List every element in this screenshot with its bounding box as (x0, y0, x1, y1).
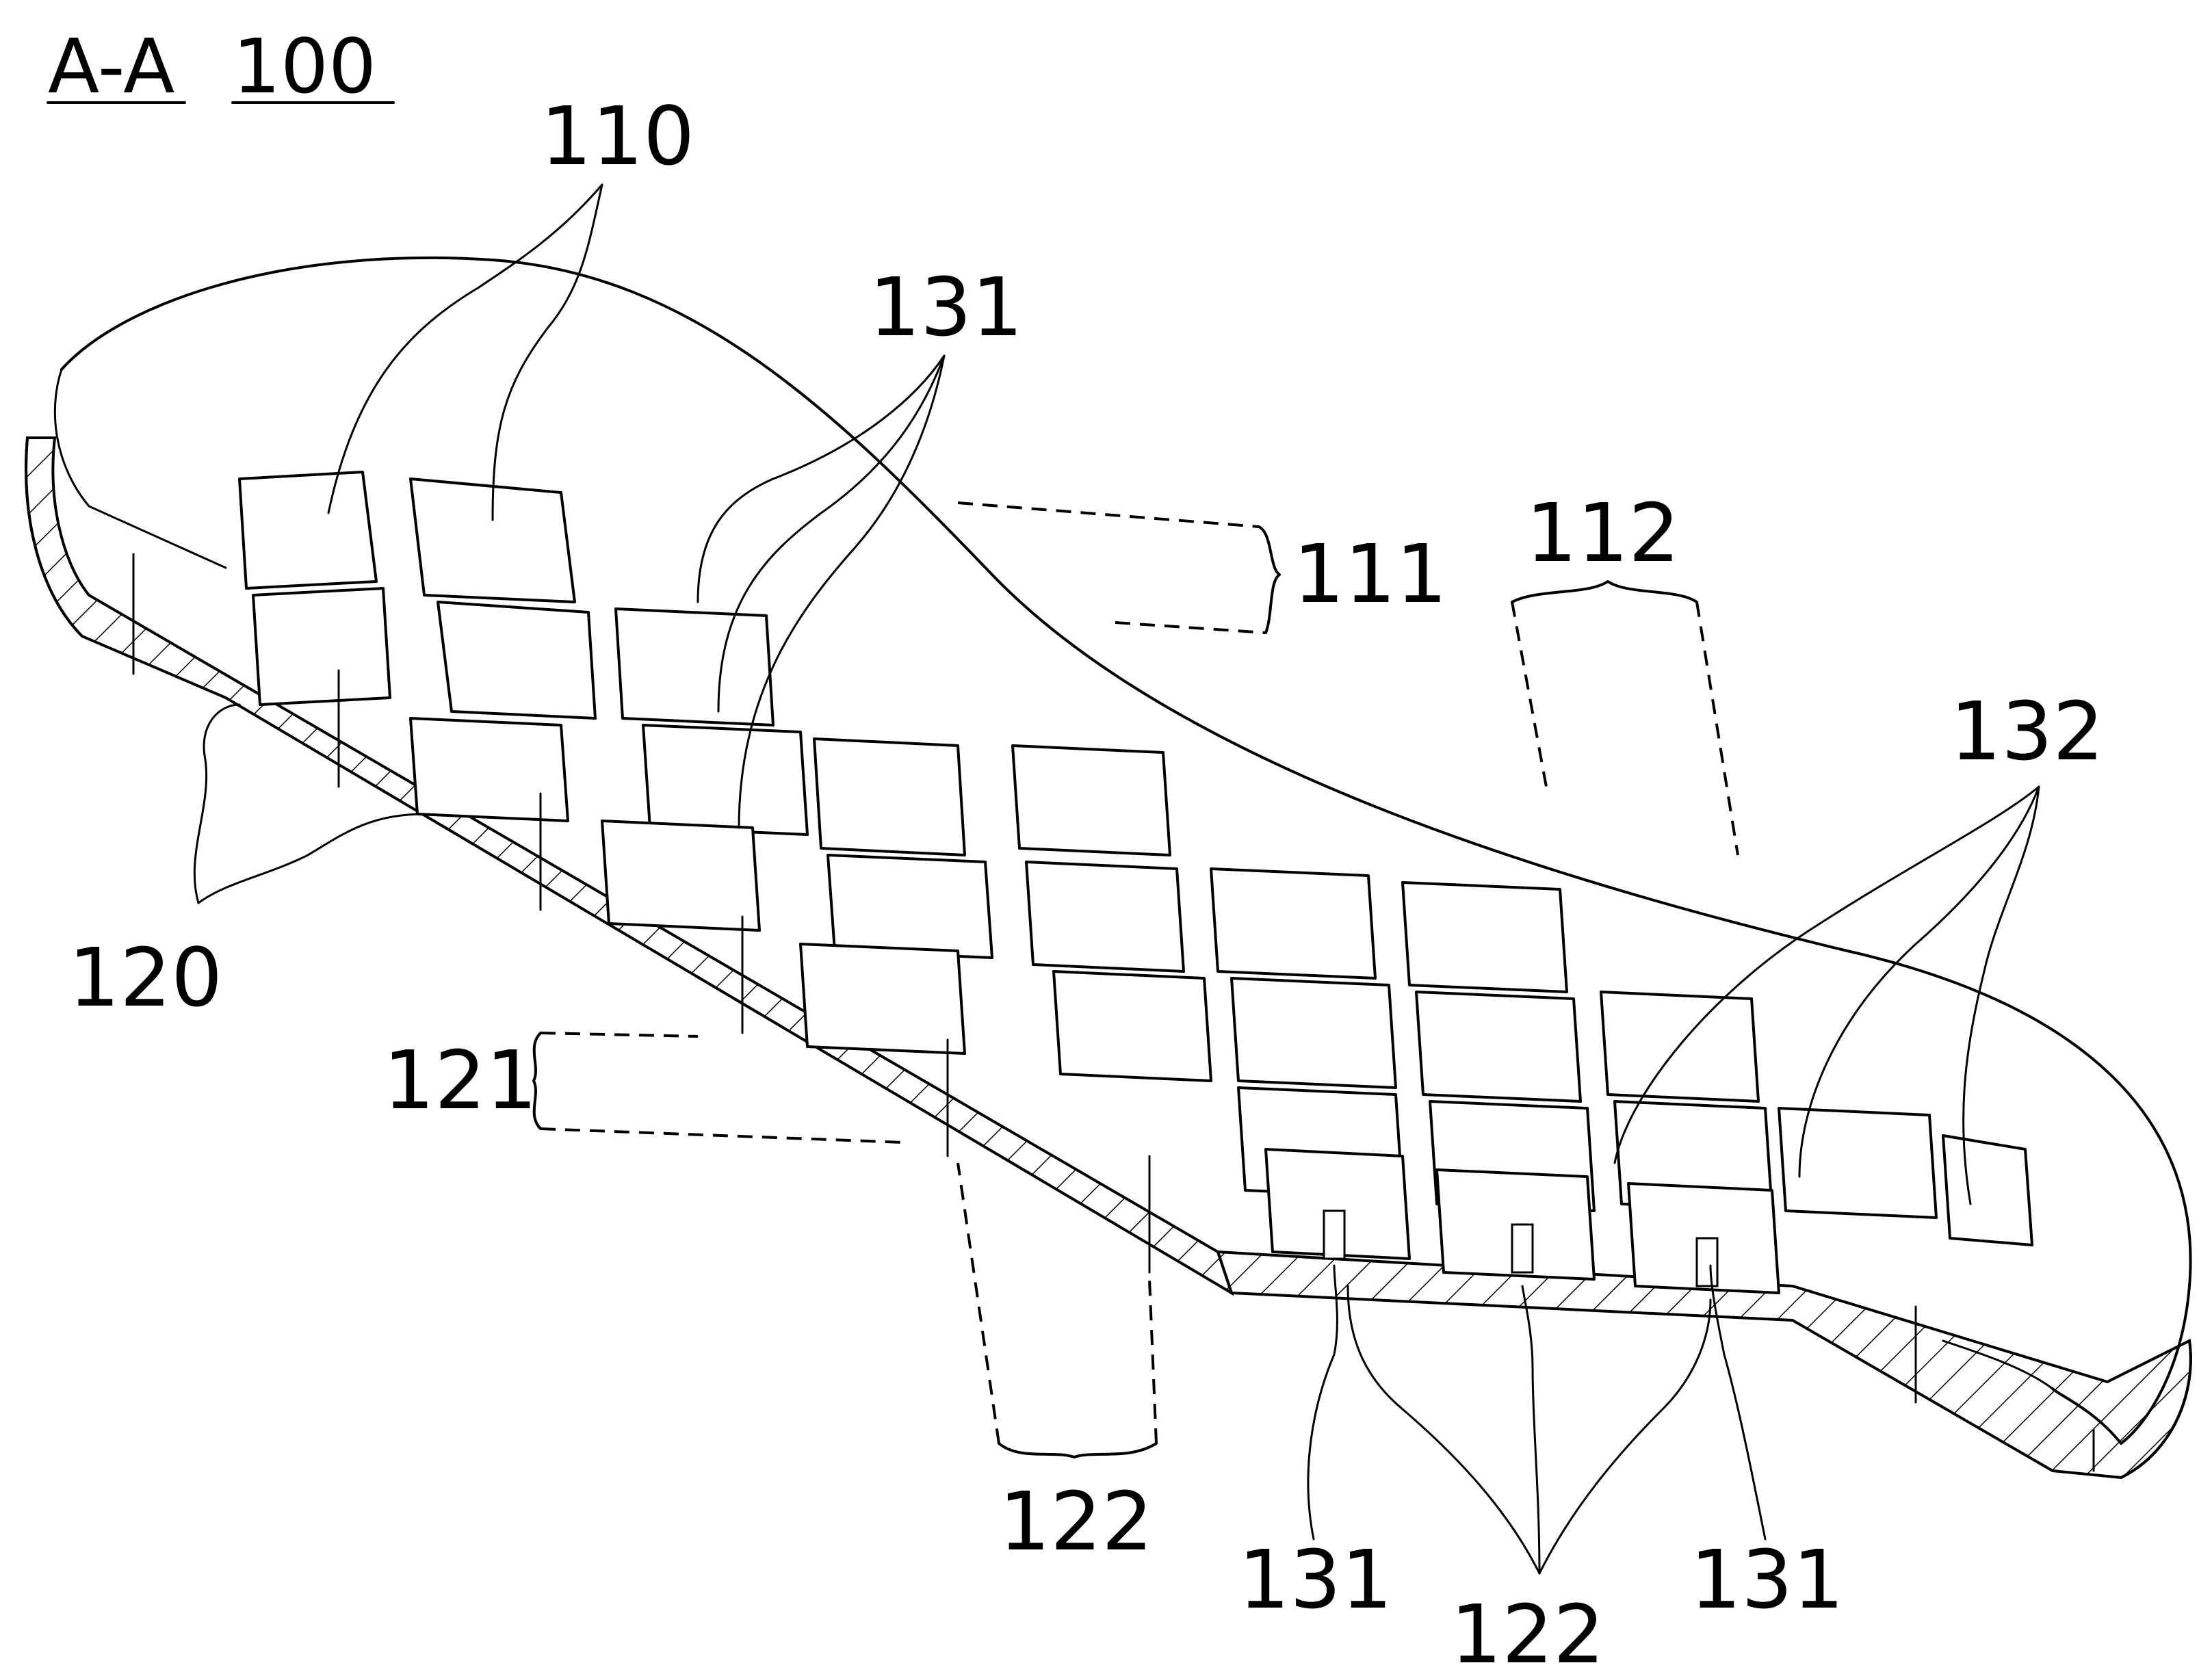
part-label: 100 (233, 23, 376, 110)
sole-inner-edge (53, 368, 2054, 1390)
label-110: 110 (541, 89, 694, 183)
grooves (132, 553, 2095, 1472)
label-131-top: 131 (869, 260, 1023, 354)
leader-lines (193, 183, 2040, 1575)
block-grid (238, 471, 2033, 1246)
label-132: 132 (1950, 684, 2104, 778)
label-111: 111 (1293, 527, 1447, 621)
label-131-bottom-right: 131 (1690, 1532, 1844, 1627)
region-111-bracket (957, 501, 1281, 634)
label-122-left: 122 (999, 1474, 1153, 1569)
label-121: 121 (383, 1033, 537, 1127)
region-121-bracket (532, 1032, 904, 1144)
front-blocks (1264, 1148, 1780, 1294)
section-label: A-A (48, 23, 174, 110)
label-112: 112 (1526, 486, 1680, 580)
label-120: 120 (68, 930, 222, 1025)
label-131-bottom-left: 131 (1238, 1532, 1392, 1627)
label-122-bottom: 122 (1450, 1587, 1604, 1676)
sole-bottom-edge (25, 436, 2192, 1479)
region-122-bracket (957, 1162, 1158, 1458)
region-112-bracket (1511, 580, 1739, 856)
sole-outline (60, 256, 2192, 1445)
